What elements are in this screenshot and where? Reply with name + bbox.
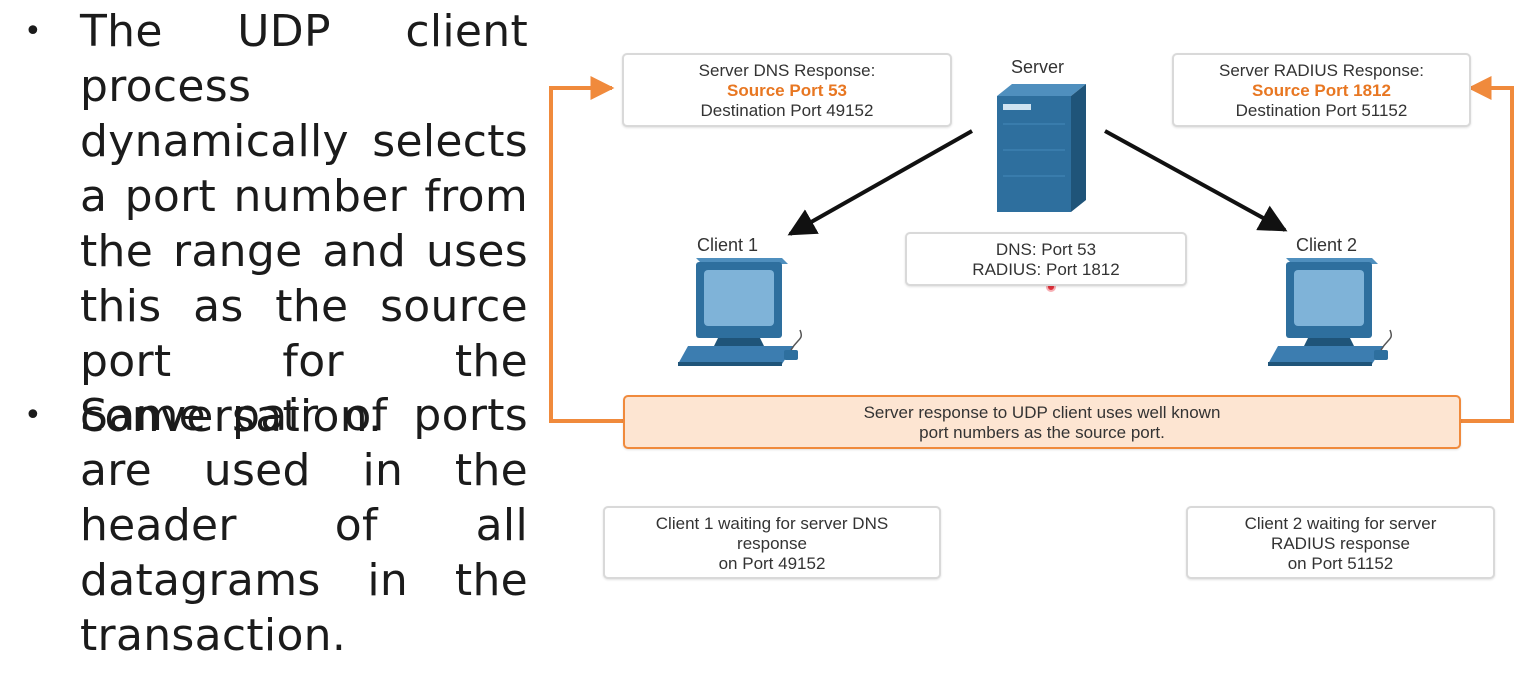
radius-source-port: Source Port 1812 <box>1252 81 1391 100</box>
client2-waiting-line3: on Port 51152 <box>1287 554 1394 573</box>
server-icon <box>997 84 1086 212</box>
dns-destination-port: Destination Port 49152 <box>700 101 874 120</box>
well-known-note-box: Server response to UDP client uses well … <box>623 395 1461 449</box>
radius-destination-port: Destination Port 51152 <box>1235 101 1408 120</box>
client1-label: Client 1 <box>697 235 759 255</box>
dns-response-box: Server DNS Response: Source Port 53 Dest… <box>622 53 952 127</box>
arrow-server-to-client1 <box>787 129 973 236</box>
client2-waiting-line1: Client 2 waiting for server <box>1244 514 1437 533</box>
dns-port-label: DNS: Port 53 <box>995 240 1097 259</box>
bullet-list: • The UDP client process dynamically sel… <box>0 0 540 684</box>
orange-return-path-right <box>1461 76 1514 423</box>
client1-waiting-line1: Client 1 waiting for server DNS <box>655 514 889 533</box>
client1-waiting-line3: on Port 49152 <box>718 554 826 573</box>
client2-waiting-line2: RADIUS response <box>1271 534 1410 553</box>
well-known-note-line1: Server response to UDP client uses well … <box>863 403 1221 422</box>
bullet-item-1: The UDP client process dynamically selec… <box>80 6 528 442</box>
client2-waiting-box: Client 2 waiting for server RADIUS respo… <box>1186 506 1495 579</box>
bullet-dot: • <box>24 14 42 49</box>
dns-response-title: Server DNS Response: <box>698 61 876 80</box>
well-known-note-line2: port numbers as the source port. <box>919 423 1165 442</box>
orange-return-path-left <box>549 76 624 423</box>
well-known-ports-box: DNS: Port 53 RADIUS: Port 1812 <box>905 232 1187 286</box>
bullet-item-2: Same pair of ports are used in the heade… <box>80 390 528 661</box>
radius-response-title: Server RADIUS Response: <box>1218 61 1425 80</box>
radius-response-box: Server RADIUS Response: Source Port 1812… <box>1172 53 1471 127</box>
client2-label: Client 2 <box>1296 235 1358 255</box>
client2-computer-icon <box>1268 258 1393 366</box>
client1-computer-icon <box>678 258 803 366</box>
server-label: Server <box>1011 57 1065 77</box>
client1-waiting-line2: response <box>737 534 807 553</box>
client1-waiting-box: Client 1 waiting for server DNS response… <box>603 506 941 579</box>
dns-source-port: Source Port 53 <box>727 81 847 100</box>
bullet-dot: • <box>24 398 42 433</box>
arrow-server-to-client2 <box>1104 129 1288 232</box>
radius-port-label: RADIUS: Port 1812 <box>972 260 1120 279</box>
